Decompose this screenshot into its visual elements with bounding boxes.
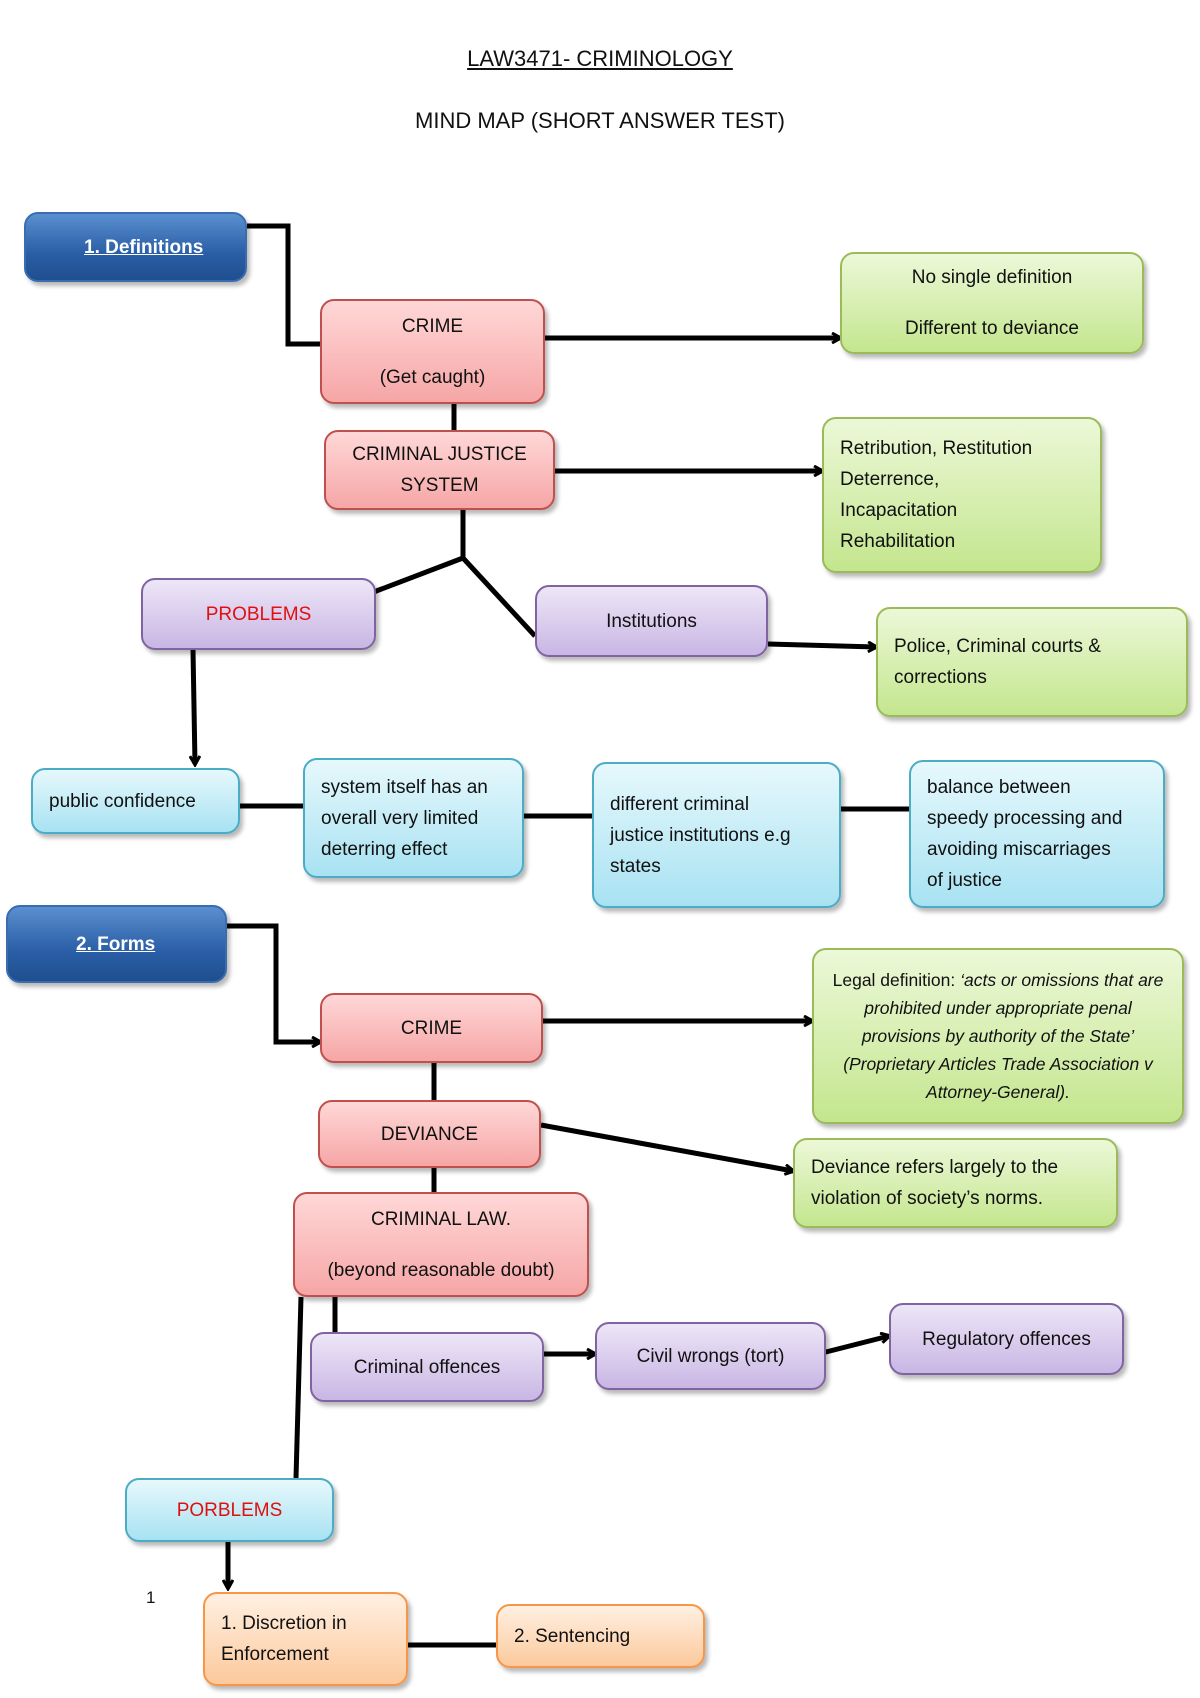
deviance-box: DEVIANCE <box>318 1100 541 1168</box>
aim-3: Incapacitation <box>840 500 958 521</box>
page-number: 1 <box>146 1588 156 1607</box>
different-institutions-line-1: different criminal <box>610 793 750 815</box>
discretion-line-2: Enforcement <box>221 1644 329 1665</box>
problems-label: PROBLEMS <box>205 603 312 625</box>
balance-line-2: speedy processing and <box>927 808 1123 829</box>
crime-box: CRIME (Get caught) <box>320 299 545 404</box>
sentencing-box: 2. Sentencing <box>496 1604 705 1668</box>
forms-problems-label: PORBLEMS <box>176 1499 283 1521</box>
deviance-note-line-2: violation of society’s norms. <box>811 1188 1043 1209</box>
criminal-offences-label: Criminal offences <box>353 1356 501 1378</box>
different-institutions-line-3: states <box>610 855 661 877</box>
crime-sublabel: (Get caught) <box>379 366 486 388</box>
deviance-note-line-1: Deviance refers largely to the <box>811 1157 1059 1178</box>
forms-crime-label: CRIME <box>400 1017 463 1039</box>
institutions-box: Institutions <box>535 585 768 657</box>
limited-effect-line-1: system itself has an <box>321 776 488 798</box>
legal-definition-quote: ‘acts or omissions that are prohibited u… <box>843 970 1164 1102</box>
limited-effect-line-2: overall very limited <box>321 807 479 829</box>
arrow-problems-to-confidence <box>193 649 195 764</box>
regulatory-offences-box: Regulatory offences <box>889 1303 1124 1375</box>
aim-1: Retribution, Restitution <box>840 438 1033 459</box>
discretion-line-1: 1. Discretion in <box>221 1613 347 1634</box>
crime-note-line-1: No single definition <box>911 267 1073 288</box>
different-institutions-line-2: justice institutions e.g <box>610 824 791 846</box>
criminal-law-label: CRIMINAL LAW. <box>370 1208 512 1230</box>
forms-label: 2. Forms <box>76 933 156 955</box>
cjs-line-1: CRIMINAL JUSTICE <box>352 444 527 465</box>
arrow-forms-to-crime <box>227 923 320 1042</box>
arrow-civil-to-regulatory <box>817 1336 889 1357</box>
line-branch-to-institutions <box>461 556 537 638</box>
cjs-box: CRIMINAL JUSTICE SYSTEM <box>324 430 555 510</box>
balance-line-3: avoiding miscarriages <box>927 839 1111 860</box>
institutions-list-line-1: Police, Criminal courts & <box>894 636 1101 657</box>
definitions-label: 1. Definitions <box>84 236 204 258</box>
criminal-law-box: CRIMINAL LAW. (beyond reasonable doubt) <box>293 1192 589 1297</box>
institutions-label: Institutions <box>606 610 697 632</box>
aim-2: Deterrence, <box>840 469 940 490</box>
section-definitions-heading: 1. Definitions <box>24 212 247 282</box>
criminal-law-sublabel: (beyond reasonable doubt) <box>327 1259 555 1281</box>
different-institutions-box: different criminal justice institutions … <box>592 762 841 908</box>
arrow-deviance-to-note <box>540 1122 793 1171</box>
sentencing-label: 2. Sentencing <box>514 1625 631 1647</box>
institutions-list-box: Police, Criminal courts & corrections <box>876 607 1188 717</box>
arrow-definitions-to-crime <box>247 223 332 344</box>
crime-note-box: No single definition Different to devian… <box>840 252 1144 354</box>
balance-line-4: of justice <box>927 870 1002 891</box>
crime-note-line-2: Different to deviance <box>905 318 1079 339</box>
discretion-box: 1. Discretion in Enforcement <box>203 1592 408 1686</box>
forms-problems-box: PORBLEMS <box>125 1478 334 1542</box>
arrow-institutions-to-list <box>767 644 876 647</box>
section-forms-heading: 2. Forms <box>6 905 227 983</box>
criminal-offences-box: Criminal offences <box>310 1332 544 1402</box>
page-subtitle: MIND MAP (SHORT ANSWER TEST) <box>415 108 785 133</box>
aim-4: Rehabilitation <box>840 531 956 552</box>
institutions-list-line-2: corrections <box>894 667 987 688</box>
limited-effect-line-3: deterring effect <box>321 838 448 860</box>
course-title: LAW3471- CRIMINOLOGY <box>467 46 733 71</box>
line-law-to-problems <box>293 1296 304 1479</box>
legal-definition-text: Legal definition: ‘acts or omissions tha… <box>828 966 1168 1106</box>
legal-definition-lead: Legal definition: <box>832 970 961 990</box>
crime-label: CRIME <box>401 315 464 337</box>
legal-definition-box: Legal definition: ‘acts or omissions tha… <box>812 948 1184 1124</box>
cjs-aims-box: Retribution, Restitution Deterrence, Inc… <box>822 417 1102 573</box>
cjs-line-2: SYSTEM <box>400 475 479 496</box>
deviance-label: DEVIANCE <box>380 1123 479 1145</box>
regulatory-offences-label: Regulatory offences <box>922 1328 1091 1350</box>
civil-wrongs-box: Civil wrongs (tort) <box>595 1322 826 1390</box>
public-confidence-box: public confidence <box>31 768 240 834</box>
public-confidence-label: public confidence <box>49 790 196 812</box>
forms-crime-box: CRIME <box>320 993 543 1063</box>
deviance-note-box: Deviance refers largely to the violation… <box>793 1138 1118 1228</box>
problems-box: PROBLEMS <box>141 578 376 650</box>
balance-box: balance between speedy processing and av… <box>909 760 1165 908</box>
civil-wrongs-label: Civil wrongs (tort) <box>636 1345 785 1367</box>
balance-line-1: balance between <box>927 777 1071 798</box>
limited-effect-box: system itself has an overall very limite… <box>303 758 524 878</box>
